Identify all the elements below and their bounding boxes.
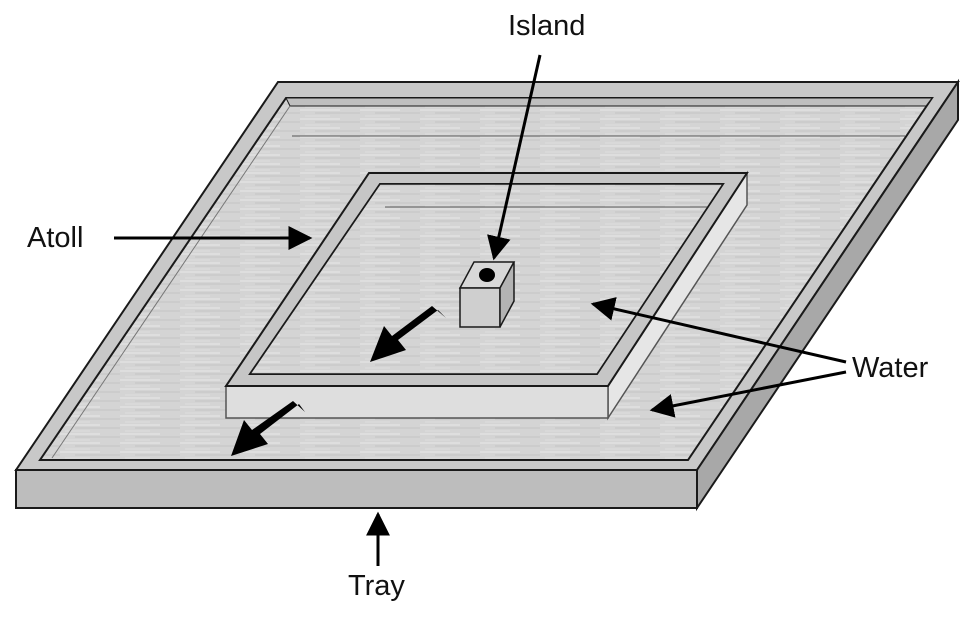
island bbox=[458, 261, 516, 328]
water-pointer-arrow-outer bbox=[649, 370, 847, 418]
flow-arrow-outer bbox=[231, 401, 305, 456]
island-side bbox=[499, 261, 515, 328]
island-front bbox=[459, 287, 501, 328]
tray-side-face bbox=[696, 78, 959, 512]
tray-label: Tray bbox=[348, 570, 405, 602]
island-marker-dot bbox=[479, 268, 495, 282]
flow-arrow-lagoon bbox=[370, 306, 446, 362]
water-pointer-arrow-inner bbox=[590, 297, 847, 364]
island-pointer-arrow bbox=[487, 54, 542, 261]
water-label: Water bbox=[852, 352, 929, 384]
tray-front-face bbox=[15, 469, 698, 509]
tray-inner-wall bbox=[285, 97, 933, 107]
island-label: Island bbox=[508, 10, 586, 42]
atoll-label: Atoll bbox=[27, 222, 84, 254]
